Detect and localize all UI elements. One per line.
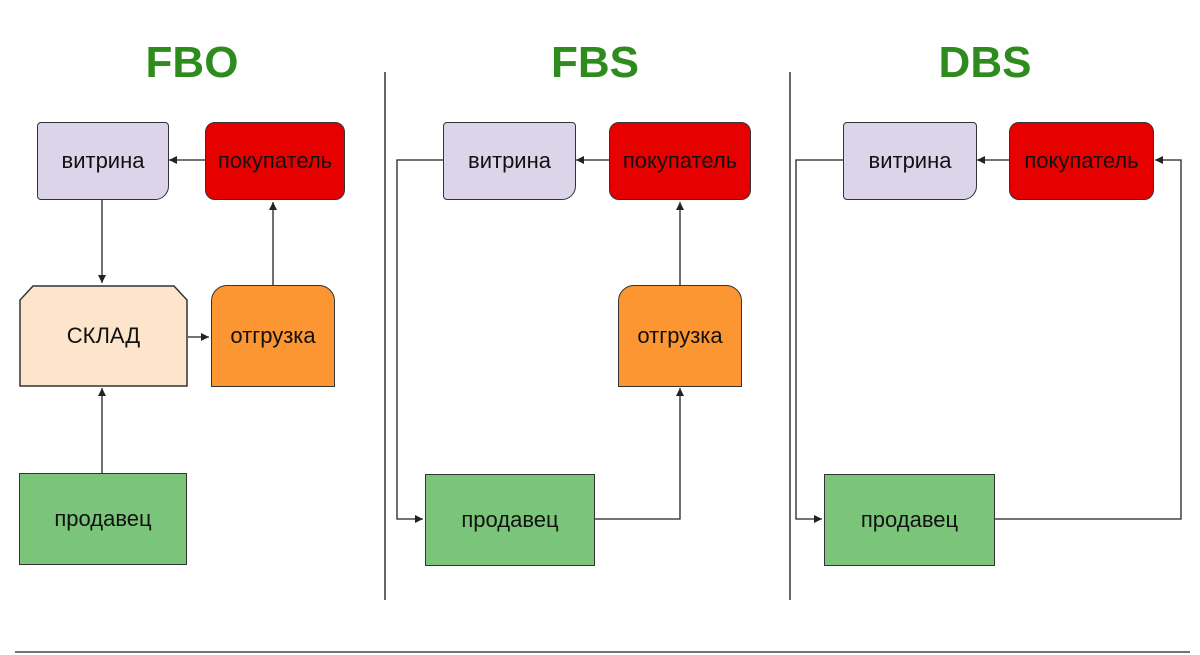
fbs-edge-showcase-seller [396, 159, 443, 523]
fbs-node-seller: продавец [425, 474, 595, 566]
fbo-node-warehouse-label: СКЛАД [66, 323, 141, 348]
dbs-edge-seller-buyer [995, 156, 1182, 520]
fbo-node-showcase: витрина [37, 122, 169, 200]
fbo-title: FBO [145, 38, 239, 87]
fbo-node-buyer: покупатель [205, 122, 345, 200]
dbs-node-showcase: витрина [843, 122, 977, 200]
dbs-edge-showcase-seller [795, 159, 843, 523]
warehouse-shape [19, 285, 188, 387]
dbs-title: DBS [938, 38, 1032, 87]
fbs-node-showcase: витрина [443, 122, 576, 200]
fbs-title: FBS [551, 38, 639, 87]
fbo-node-shipment: отгрузка [211, 285, 335, 387]
fbs-edge-seller-shipment [595, 388, 684, 520]
dbs-node-buyer: покупатель [1009, 122, 1154, 200]
fbo-node-warehouse: СКЛАД [19, 285, 188, 387]
fbs-node-buyer: покупатель [609, 122, 751, 200]
fbs-node-shipment: отгрузка [618, 285, 742, 387]
dbs-node-seller: продавец [824, 474, 995, 566]
fbo-node-seller: продавец [19, 473, 187, 565]
